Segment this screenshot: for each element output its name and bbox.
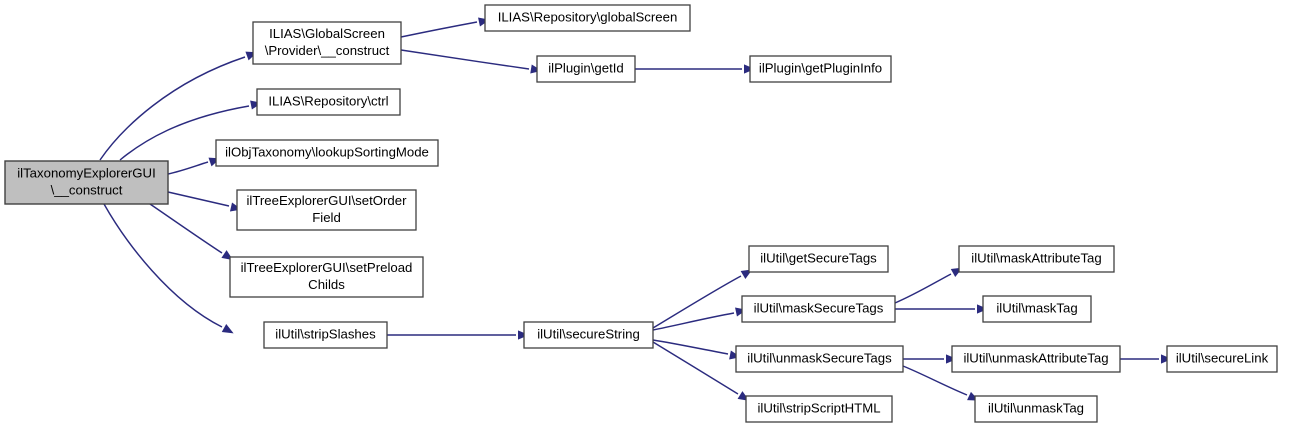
graph-node-masksecuretags[interactable]: ilUtil\maskSecureTags (741, 295, 896, 323)
graph-edge (652, 339, 729, 355)
graph-node-root[interactable]: ilTaxonomyExplorerGUI \__construct (4, 160, 169, 205)
graph-edge (103, 203, 223, 328)
node-box[interactable] (735, 345, 904, 373)
node-label: ilUtil\stripScriptHTML (757, 400, 880, 415)
graph-nodes: ilTaxonomyExplorerGUI \__construct ILIAS\G… (4, 4, 1278, 423)
graph-edge (400, 21, 478, 38)
graph-node-masktag[interactable]: ilUtil\maskTag (982, 295, 1092, 323)
node-label: ilTreeExplorerGUI\setPreload (241, 260, 413, 275)
graph-node-globalscreen_provider_construct[interactable]: ILIAS\GlobalScreen \Provider\__construct (252, 21, 402, 65)
node-box[interactable] (263, 321, 388, 349)
node-box[interactable] (523, 321, 654, 349)
node-box[interactable] (982, 295, 1092, 323)
graph-node-lookupsortingmode[interactable]: ilObjTaxonomy\lookupSortingMode (215, 139, 439, 167)
node-label: Field (312, 210, 341, 225)
node-label: ilUtil\maskAttributeTag (971, 250, 1101, 265)
node-box[interactable] (4, 160, 169, 205)
graph-node-repository_ctrl[interactable]: ILIAS\Repository\ctrl (256, 88, 401, 116)
graph-node-unmasksecuretags[interactable]: ilUtil\unmaskSecureTags (735, 345, 904, 373)
node-box[interactable] (256, 88, 401, 116)
node-label: ilUtil\unmaskTag (988, 400, 1084, 415)
node-box[interactable] (215, 139, 439, 167)
node-box[interactable] (484, 4, 691, 32)
node-label: ilPlugin\getPluginInfo (759, 60, 882, 75)
node-label: \__construct (51, 182, 123, 197)
node-label: ilTreeExplorerGUI\setOrder (246, 193, 407, 208)
node-box[interactable] (236, 189, 417, 231)
graph-node-securestring[interactable]: ilUtil\secureString (523, 321, 654, 349)
graph-node-ilplugin_getplugininfo[interactable]: ilPlugin\getPluginInfo (749, 55, 892, 83)
node-label: ilUtil\maskSecureTags (754, 300, 884, 315)
node-label: ILIAS\Repository\ctrl (268, 93, 388, 108)
graph-node-repository_globalscreen[interactable]: ILIAS\Repository\globalScreen (484, 4, 691, 32)
node-box[interactable] (749, 55, 892, 83)
node-label: ilUtil\unmaskSecureTags (747, 350, 892, 365)
node-label: ilUtil\unmaskAttributeTag (963, 350, 1108, 365)
graph-edge (167, 161, 209, 175)
node-box[interactable] (974, 395, 1098, 423)
graph-node-securelink[interactable]: ilUtil\secureLink (1166, 345, 1278, 373)
node-label: ilUtil\secureLink (1176, 350, 1269, 365)
graph-edge (167, 191, 230, 207)
graph-node-stripscripthtml[interactable]: ilUtil\stripScriptHTML (745, 395, 893, 423)
node-label: \Provider\__construct (265, 43, 390, 58)
node-label: ilObjTaxonomy\lookupSortingMode (225, 144, 429, 159)
node-label: ILIAS\GlobalScreen (269, 26, 385, 41)
node-label: ilUtil\stripSlashes (275, 326, 376, 341)
graph-edge (652, 275, 742, 329)
graph-edges (99, 21, 1159, 396)
graph-edge (119, 105, 250, 161)
node-box[interactable] (229, 256, 424, 298)
graph-node-ilplugin_getid[interactable]: ilPlugin\getId (536, 55, 636, 83)
node-label: ilPlugin\getId (548, 60, 624, 75)
node-label: ilUtil\getSecureTags (760, 250, 877, 265)
graph-node-unmasktag[interactable]: ilUtil\unmaskTag (974, 395, 1098, 423)
graph-arrowhead (221, 323, 234, 334)
node-label: ilTaxonomyExplorerGUI (17, 165, 156, 180)
node-box[interactable] (748, 245, 889, 273)
graph-edge (400, 49, 530, 70)
graph-edge (894, 273, 952, 304)
graph-edge (99, 56, 246, 161)
node-box[interactable] (1166, 345, 1278, 373)
graph-edge (149, 203, 223, 254)
node-box[interactable] (951, 345, 1121, 373)
graph-edge (652, 312, 735, 331)
node-box[interactable] (252, 21, 402, 65)
node-label: ILIAS\Repository\globalScreen (498, 9, 678, 24)
node-box[interactable] (741, 295, 896, 323)
node-box[interactable] (958, 245, 1115, 273)
node-box[interactable] (536, 55, 636, 83)
graph-node-getsecuretags[interactable]: ilUtil\getSecureTags (748, 245, 889, 273)
node-label: ilUtil\maskTag (996, 300, 1077, 315)
node-label: Childs (308, 277, 345, 292)
node-label: ilUtil\secureString (537, 326, 640, 341)
graph-node-unmaskattributetag[interactable]: ilUtil\unmaskAttributeTag (951, 345, 1121, 373)
graph-node-stripslashes[interactable]: ilUtil\stripSlashes (263, 321, 388, 349)
node-box[interactable] (745, 395, 893, 423)
graph-edge (652, 341, 739, 395)
graph-edge (902, 365, 968, 396)
graph-node-maskattributetag[interactable]: ilUtil\maskAttributeTag (958, 245, 1115, 273)
